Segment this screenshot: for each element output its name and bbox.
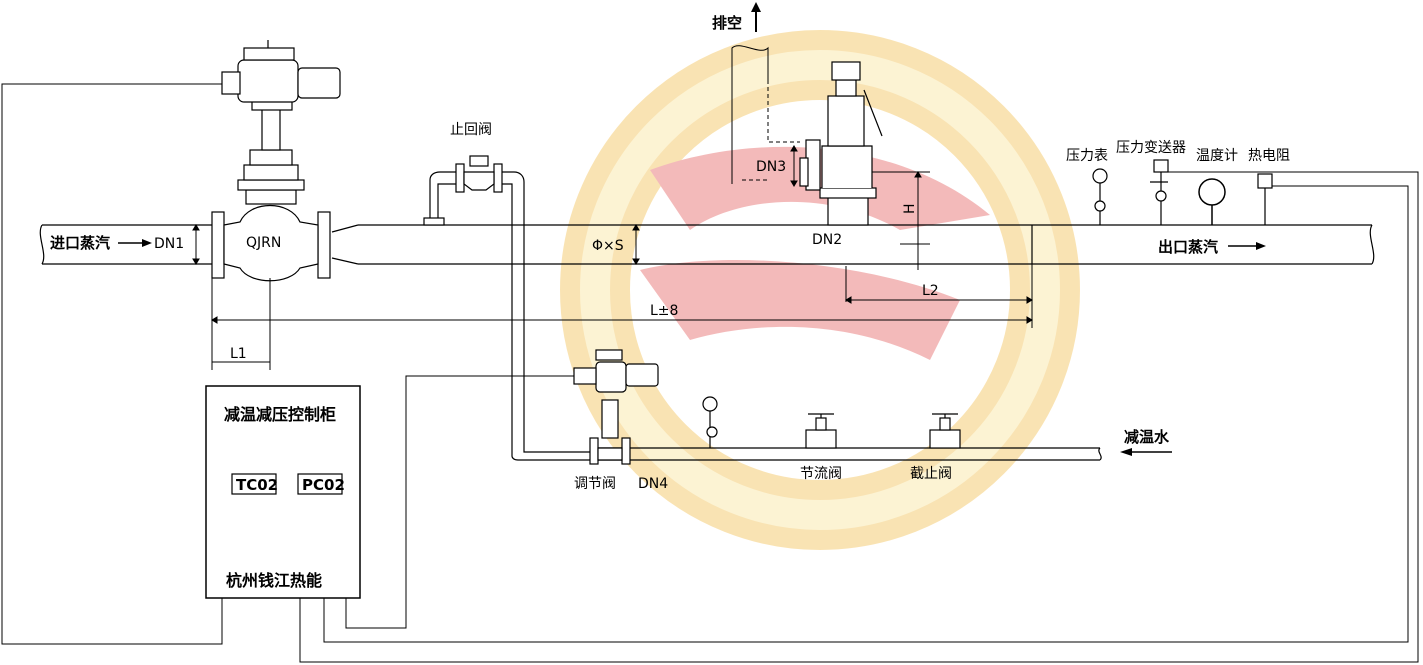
l1-label: L1 (230, 346, 247, 362)
outlet-arrow-icon (1228, 242, 1266, 250)
thermometer (1198, 178, 1226, 225)
main-control-valve (211, 40, 341, 282)
pressure-gauge (1092, 168, 1108, 225)
dn1-label: DN1 (154, 236, 184, 252)
watermark-logo (560, 30, 1080, 550)
thermal-resistor-label: 热电阻 (1248, 148, 1290, 164)
thermal-resistor (1257, 173, 1273, 225)
dn3-dim (790, 145, 798, 187)
thermometer-label: 温度计 (1196, 148, 1238, 164)
cabinet-title: 减温减压控制柜 (224, 405, 336, 424)
stop-valve (929, 413, 961, 449)
pc-label: PC02 (302, 476, 345, 494)
dn1-dim (192, 224, 200, 265)
inlet-steam-label: 进口蒸汽 (50, 234, 110, 252)
dn4-label: DN4 (638, 476, 668, 492)
throttle-valve-label: 节流阀 (800, 466, 842, 482)
h-dim (872, 171, 930, 270)
regulating-valve (573, 349, 659, 465)
water-arrow-icon (1120, 448, 1172, 456)
pressure-gauge-label: 压力表 (1066, 148, 1108, 164)
cabinet-maker: 杭州钱江热能 (226, 571, 322, 590)
dn2-label: DN2 (812, 232, 842, 248)
water-pressure-gauge (702, 396, 718, 448)
check-valve-label: 止回阀 (450, 122, 492, 138)
regulating-valve-label: 调节阀 (574, 476, 616, 492)
water-pipe (590, 447, 1102, 461)
throttle-valve (805, 413, 837, 449)
dn3-label: DN3 (756, 159, 786, 175)
pressure-transmitter (1150, 159, 1169, 225)
dimension-lines (211, 264, 1033, 370)
tc-indicator-box (231, 473, 277, 495)
outlet-steam-label: 出口蒸汽 (1158, 238, 1218, 256)
vent-pipe (731, 45, 800, 184)
l2-label: L2 (922, 283, 939, 299)
vent-label: 排空 (712, 14, 742, 32)
signal-wires (1, 83, 1419, 663)
phi-s-label: Φ×S (592, 238, 624, 254)
l-total-label: L±8 (650, 303, 678, 319)
check-valve (455, 155, 503, 193)
vent-arrow-icon (751, 2, 761, 32)
inlet-arrow-icon (118, 239, 152, 247)
stop-valve-label: 截止阀 (910, 466, 952, 482)
pc-indicator-box (297, 473, 343, 495)
pressure-transmitter-label: 压力变送器 (1116, 140, 1186, 156)
main-valve-label: QJRN (246, 235, 281, 251)
h-label: H (902, 203, 918, 214)
phi-s-dim (632, 224, 640, 265)
water-label: 减温水 (1124, 428, 1170, 446)
safety-valve (799, 61, 883, 226)
tc-label: TC02 (236, 476, 278, 494)
check-valve-line (423, 171, 590, 461)
